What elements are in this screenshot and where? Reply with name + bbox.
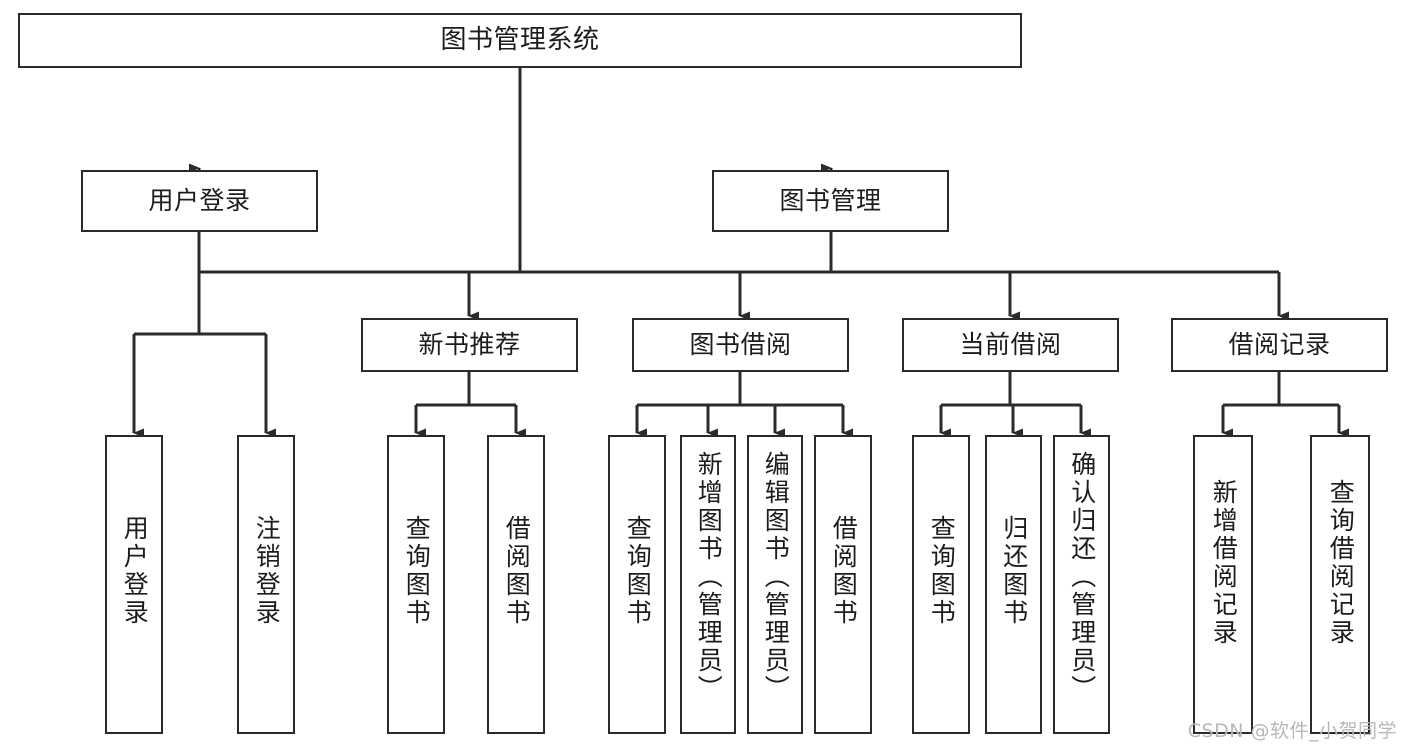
node-root-label: 图书管理系统 [440, 24, 600, 55]
node-current-borrow[interactable]: 当前借阅 [902, 318, 1119, 372]
node-leaf-confirm-return-label: 确认归还（管理员） [1067, 451, 1097, 703]
node-leaf-add-book[interactable]: 新增图书（管理员） [680, 435, 736, 734]
node-root[interactable]: 图书管理系统 [18, 13, 1022, 68]
node-leaf-add-book-label: 新增图书（管理员） [694, 451, 724, 703]
node-leaf-borrow-book-1-label: 借阅图书 [502, 515, 532, 627]
node-leaf-query-book-2[interactable]: 查询图书 [608, 435, 666, 734]
node-user-login-label: 用户登录 [148, 186, 251, 215]
node-leaf-return-book-label: 归还图书 [999, 515, 1029, 627]
node-leaf-query-record[interactable]: 查询借阅记录 [1310, 435, 1370, 734]
node-book-borrow-label: 图书借阅 [689, 330, 792, 359]
node-user-login[interactable]: 用户登录 [81, 170, 318, 232]
node-leaf-logout-label: 注销登录 [252, 515, 282, 627]
node-leaf-query-book-1[interactable]: 查询图书 [387, 435, 445, 734]
node-leaf-borrow-book-2[interactable]: 借阅图书 [814, 435, 872, 734]
node-book-borrow[interactable]: 图书借阅 [632, 318, 849, 372]
node-leaf-add-record-label: 新增借阅记录 [1209, 479, 1239, 647]
node-leaf-confirm-return[interactable]: 确认归还（管理员） [1053, 435, 1110, 734]
node-leaf-borrow-book-2-label: 借阅图书 [829, 515, 859, 627]
node-new-book-rec[interactable]: 新书推荐 [361, 318, 578, 372]
node-leaf-add-record[interactable]: 新增借阅记录 [1193, 435, 1253, 734]
node-book-manage-label: 图书管理 [779, 186, 882, 215]
node-borrow-record-label: 借阅记录 [1228, 330, 1331, 359]
node-leaf-borrow-book-1[interactable]: 借阅图书 [487, 435, 545, 734]
node-leaf-query-book-2-label: 查询图书 [623, 515, 653, 627]
node-leaf-user-login[interactable]: 用户登录 [105, 435, 163, 734]
node-leaf-logout[interactable]: 注销登录 [237, 435, 295, 734]
node-leaf-edit-book-label: 编辑图书（管理员） [761, 451, 791, 703]
node-leaf-query-book-1-label: 查询图书 [402, 515, 432, 627]
node-leaf-query-book-3-label: 查询图书 [927, 515, 957, 627]
node-leaf-return-book[interactable]: 归还图书 [985, 435, 1042, 734]
node-new-book-rec-label: 新书推荐 [418, 330, 521, 359]
node-current-borrow-label: 当前借阅 [959, 330, 1062, 359]
node-leaf-query-record-label: 查询借阅记录 [1326, 479, 1356, 647]
node-leaf-edit-book[interactable]: 编辑图书（管理员） [747, 435, 803, 734]
watermark: CSDN @软件_小贺同学 [1187, 720, 1397, 742]
node-leaf-query-book-3[interactable]: 查询图书 [912, 435, 970, 734]
node-borrow-record[interactable]: 借阅记录 [1171, 318, 1388, 372]
node-leaf-user-login-label: 用户登录 [120, 515, 150, 627]
node-book-manage[interactable]: 图书管理 [712, 170, 949, 232]
